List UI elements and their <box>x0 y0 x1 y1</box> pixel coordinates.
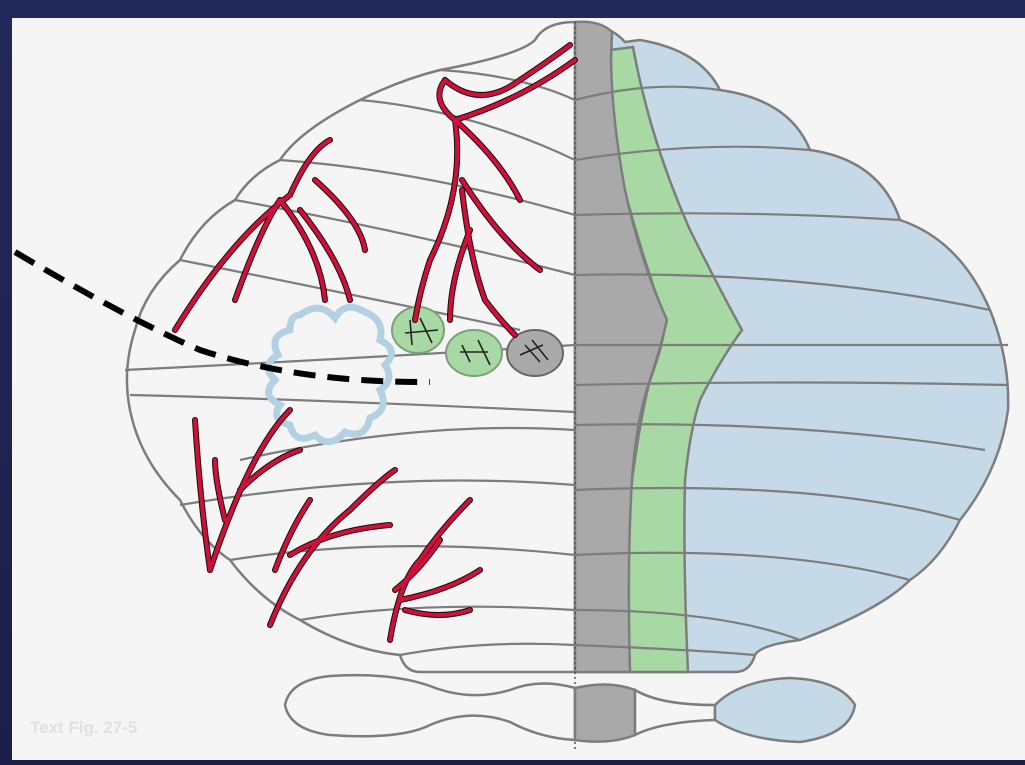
boundary-dashed-line <box>13 249 431 386</box>
figure-caption: Text Fig. 27-5 <box>30 718 138 737</box>
left-hemisphere-outline <box>125 20 576 674</box>
deep-nuclei <box>391 306 564 377</box>
arteries <box>172 42 578 643</box>
left-folia <box>124 68 576 657</box>
flocculonodular-lobe <box>283 673 857 744</box>
vermis-zone <box>573 20 669 674</box>
interposed-nucleus-2 <box>445 329 503 377</box>
right-folia <box>574 85 1009 657</box>
fastigial-nucleus <box>506 329 564 377</box>
dentate-nucleus-icon <box>264 303 395 446</box>
